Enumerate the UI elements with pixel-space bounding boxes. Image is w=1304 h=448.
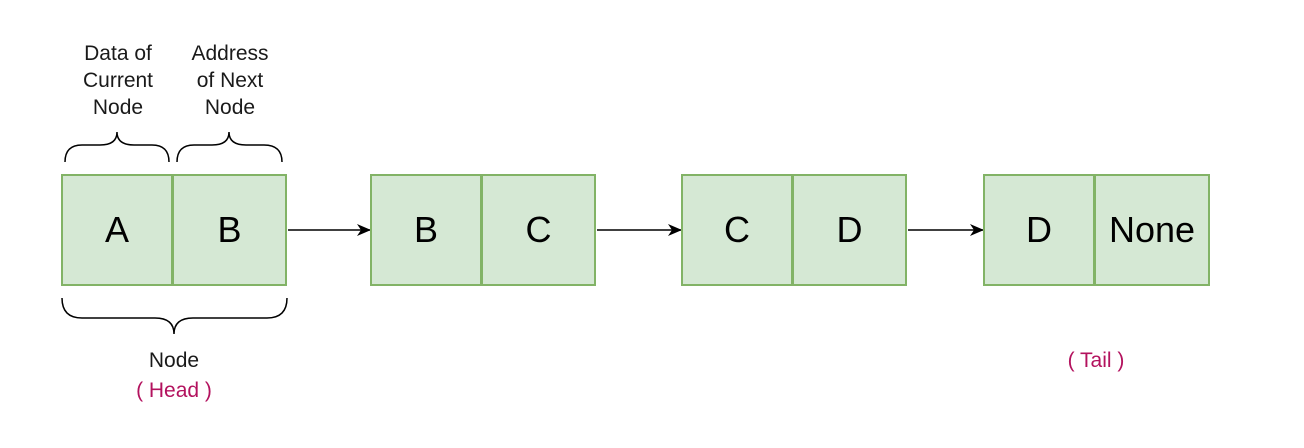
address-field-label: Address of Next Node xyxy=(191,42,269,119)
tail-tag: ( Tail ) xyxy=(1067,349,1125,372)
brace-data-field xyxy=(64,131,170,163)
node-4-data-cell: D xyxy=(983,174,1095,286)
node-caption: Node xyxy=(148,349,200,372)
node-1-next-cell: B xyxy=(173,174,287,286)
node-2-next-cell: C xyxy=(482,174,596,286)
data-field-label: Data of Current Node xyxy=(82,42,154,119)
brace-node xyxy=(61,297,288,335)
node-4-next-cell: None xyxy=(1095,174,1210,286)
node-3-data-cell: C xyxy=(681,174,793,286)
node-1-data-cell: A xyxy=(61,174,173,286)
node-2-data-cell: B xyxy=(370,174,482,286)
brace-address-field xyxy=(176,131,283,163)
head-tag: ( Head ) xyxy=(136,379,212,402)
node-3-next-cell: D xyxy=(793,174,907,286)
